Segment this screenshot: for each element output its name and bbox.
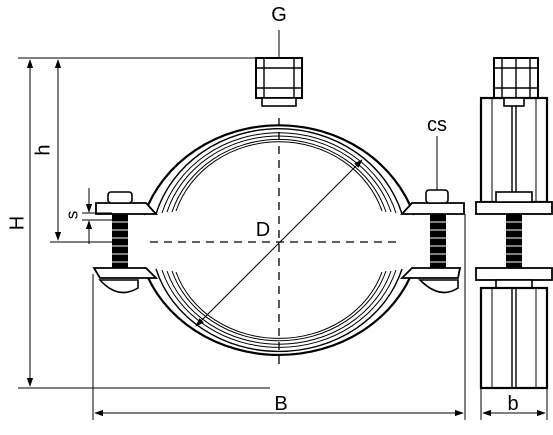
label-B: B [274,393,287,415]
label-D: D [256,219,270,241]
label-s: s [62,211,81,220]
diameter-dimension-line [195,159,363,327]
right-flange [399,189,465,294]
label-G: G [271,4,287,26]
left-flange [92,191,159,294]
label-b: b [507,393,518,415]
lower-clamp-band [142,267,416,357]
label-cs: cs [427,114,447,136]
left-screw [112,214,128,268]
right-screw [430,214,446,268]
label-H: H [6,216,28,230]
label-h: h [32,144,54,155]
clamp-front-view [92,57,465,370]
threaded-nut [255,57,303,107]
extension-lines [18,30,548,420]
clamp-side-view [475,57,553,390]
